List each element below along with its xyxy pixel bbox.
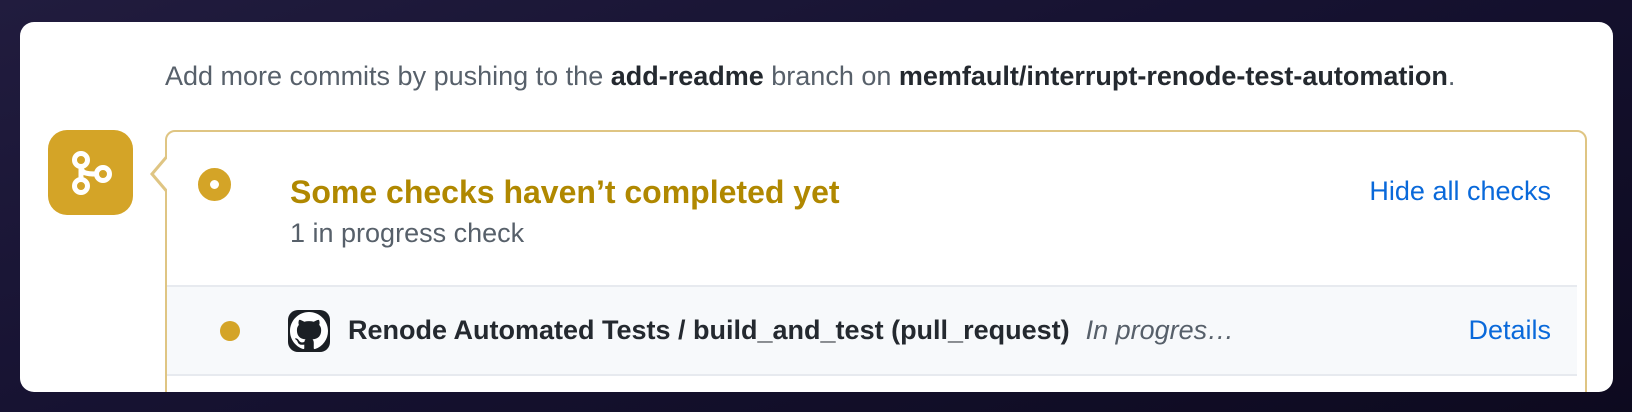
github-octocat-icon (290, 311, 328, 349)
checks-section: Some checks haven’t completed yet 1 in p… (150, 130, 1587, 392)
check-name: Renode Automated Tests / build_and_test … (348, 315, 1070, 345)
checks-status-title: Some checks haven’t completed yet (290, 174, 840, 210)
yellow-dot-icon (220, 320, 240, 341)
checks-box-caret-fill (154, 154, 171, 194)
commit-push-note-suffix: . (1447, 61, 1456, 91)
hide-all-checks-link[interactable]: Hide all checks (1369, 176, 1551, 206)
check-details-link[interactable]: Details (1468, 315, 1551, 345)
git-branch-badge (48, 130, 133, 215)
repo-name: memfault/interrupt-renode-test-automatio… (898, 61, 1448, 91)
checks-list: Renode Automated Tests / build_and_test … (167, 285, 1577, 376)
github-actions-avatar (288, 309, 330, 352)
branch-name: add-readme (610, 61, 764, 91)
commit-push-note-prefix: Add more commits by pushing to the (165, 61, 611, 91)
checks-header: Some checks haven’t completed yet 1 in p… (167, 132, 1585, 285)
checks-status-subtitle: 1 in progress check (290, 218, 525, 248)
commit-push-note-middle: branch on (763, 61, 899, 91)
merge-box-card: Add more commits by pushing to the add-r… (20, 22, 1613, 392)
in-progress-donut-icon (198, 168, 231, 201)
check-status-text: In progres… (1085, 315, 1235, 345)
git-branch-icon (71, 150, 112, 195)
check-row: Renode Automated Tests / build_and_test … (167, 287, 1577, 376)
commit-push-note: Add more commits by pushing to the add-r… (165, 58, 1455, 94)
